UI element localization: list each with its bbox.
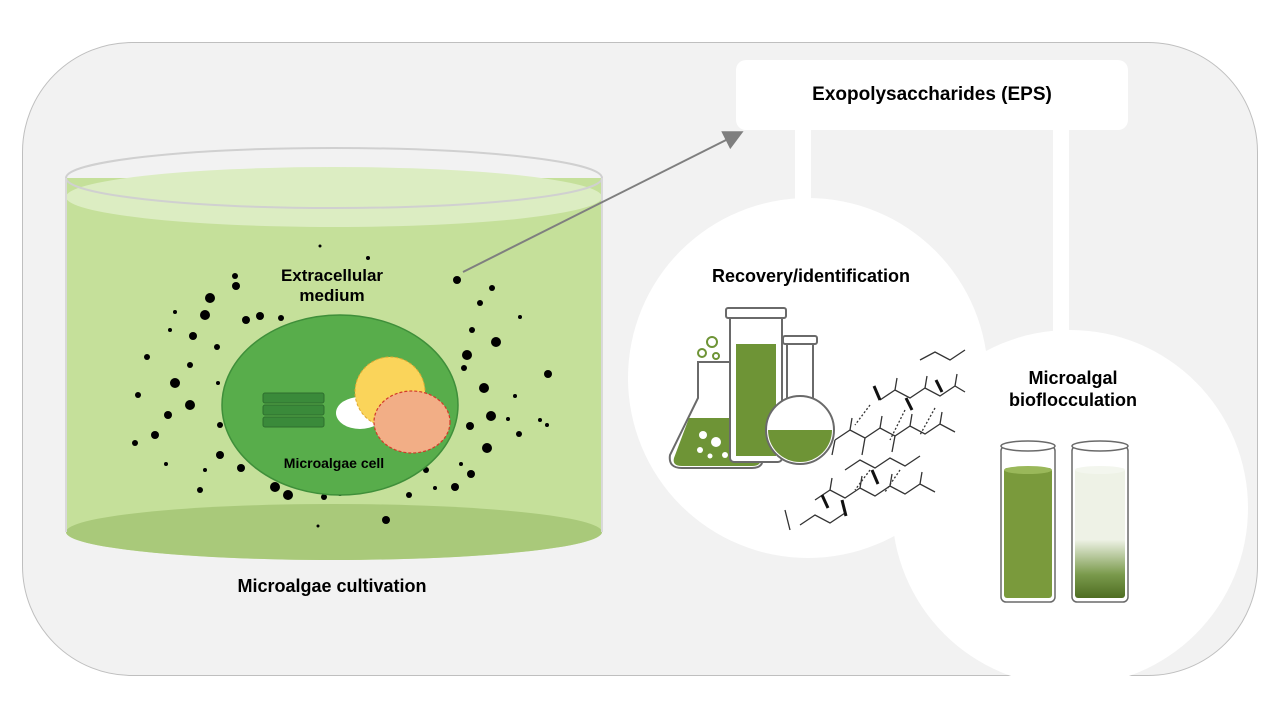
extracellular-medium-label: Extracellular medium <box>280 266 384 306</box>
settling-tubes-icon <box>1000 440 1129 603</box>
microalgae-cultivation-label: Microalgae cultivation <box>237 576 427 596</box>
eps-label: Exopolysaccharides (EPS) <box>812 84 1052 105</box>
microalgae-cell-label: Microalgae cell <box>283 455 385 471</box>
microalgal-bioflocculation-label: Microalgal bioflocculation <box>1009 368 1137 410</box>
eps-arrow <box>462 131 744 273</box>
polysaccharide-heavy-bonds <box>820 379 944 517</box>
chloroplast-stack-icon <box>262 392 325 428</box>
bioflocculation-circle <box>892 330 1248 686</box>
orange-organelle <box>373 390 451 454</box>
eps-box: Exopolysaccharides (EPS) <box>736 60 1128 130</box>
tube-dispersed <box>1000 440 1056 603</box>
tube-settled <box>1071 440 1129 603</box>
polysaccharide-structure-icon <box>784 349 966 531</box>
round-flask-icon <box>765 335 835 465</box>
recovery-identification-label: Recovery/identification <box>711 266 911 286</box>
eps-particles <box>132 244 552 528</box>
microalgae-cell <box>221 314 459 496</box>
